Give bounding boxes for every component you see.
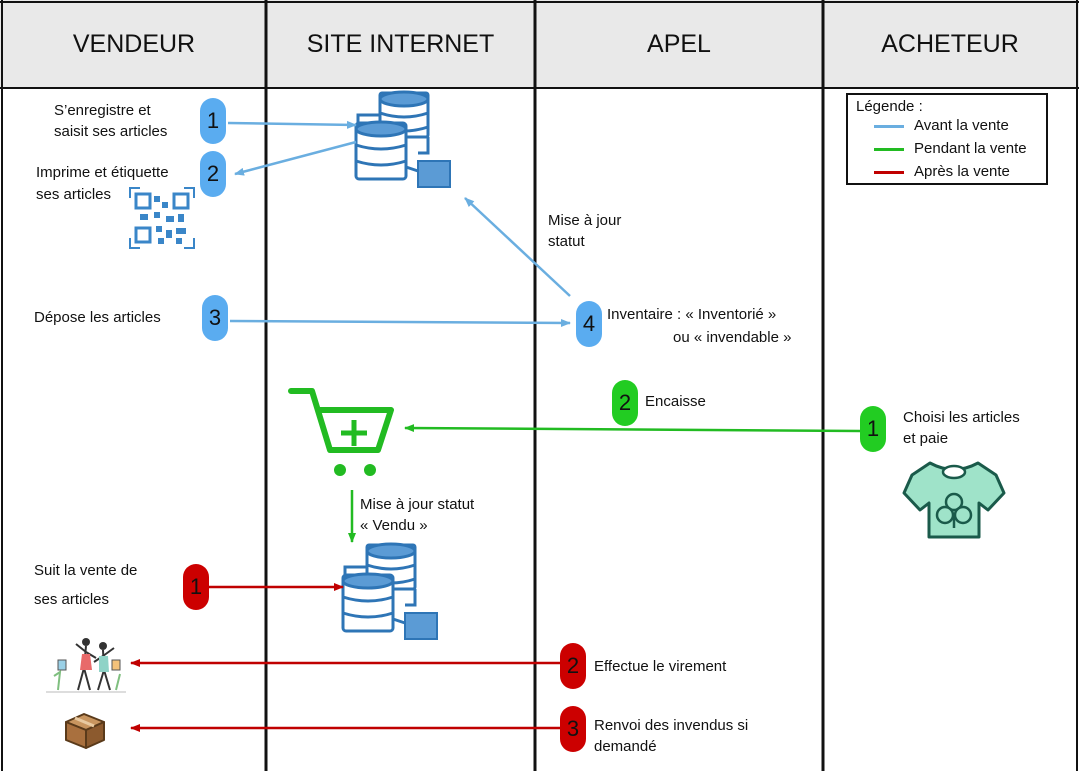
legend: Légende : Avant la vente Pendant la vent… [846,93,1048,185]
lane-header-buyer: ACHETEUR [881,29,1019,58]
inventory-label-line1: Inventaire : « Inventorié » [607,306,777,323]
legend-item-during: Pendant la vente [874,140,1027,157]
step-badge-before-2: 2 [200,151,226,197]
choose-label-line1: Choisi les articles [903,409,1020,426]
return-label-line2: demandé [594,738,657,755]
print-label-line1: Imprime et étiquette [36,164,169,181]
legend-swatch [874,124,904,128]
choose-label-line2: et paie [903,430,949,447]
print-label-line2: ses articles [36,186,112,203]
return-label-line1: Renvoi des invendus si [594,717,749,734]
arrow-purchase [404,424,861,433]
legend-swatch [874,170,904,174]
lane-header-seller: VENDEUR [72,29,196,58]
legend-item-after: Après la vente [874,163,1010,180]
register-label-line1: S’enregistre et [54,102,151,119]
deposit-label: Dépose les articles [34,309,161,326]
arrow-status-update [464,197,571,297]
follow-sale-label-line2: ses articles [34,591,110,608]
step-badge-after-3: 3 [560,706,586,752]
status-update-label-line2: statut [548,233,585,250]
register-label-line2: saisit ses articles [54,123,168,140]
follow-sale-label-line1: Suit la vente de [34,562,138,579]
step-badge-before-4: 4 [576,301,602,347]
sold-status-label-line2: « Vendu » [360,517,428,534]
people-celebrating-icon [46,638,126,693]
qr-code-icon [129,187,195,249]
step-badge-during-2: 2 [612,380,638,426]
arrow-register [227,120,357,129]
step-badge-after-2: 2 [560,643,586,689]
database-icon [341,542,439,641]
step-badge-before-1: 1 [200,98,226,144]
step-badge-after-1: 1 [183,564,209,610]
transfer-label: Effectue le virement [594,658,727,675]
step-badge-before-3: 3 [202,295,228,341]
shopping-cart-icon [288,388,394,476]
lane-header-website: SITE INTERNET [306,29,495,58]
legend-item-before: Avant la vente [874,117,1009,134]
parcel-box-icon [65,713,105,749]
step-badge-during-1: 1 [860,406,886,452]
arrow-print [234,140,357,176]
collect-label: Encaisse [645,393,706,410]
arrow-deposit [229,318,571,327]
legend-title: Légende : [856,98,923,115]
inventory-label-line2: ou « invendable » [673,329,792,346]
sold-status-label-line1: Mise à jour statut [360,496,475,513]
database-icon [354,90,452,189]
status-update-label-line1: Mise à jour [548,212,622,229]
lane-header-apel: APEL [647,29,711,58]
legend-swatch [874,147,904,151]
lane-header-band [0,0,1079,88]
tshirt-icon [902,461,1006,539]
